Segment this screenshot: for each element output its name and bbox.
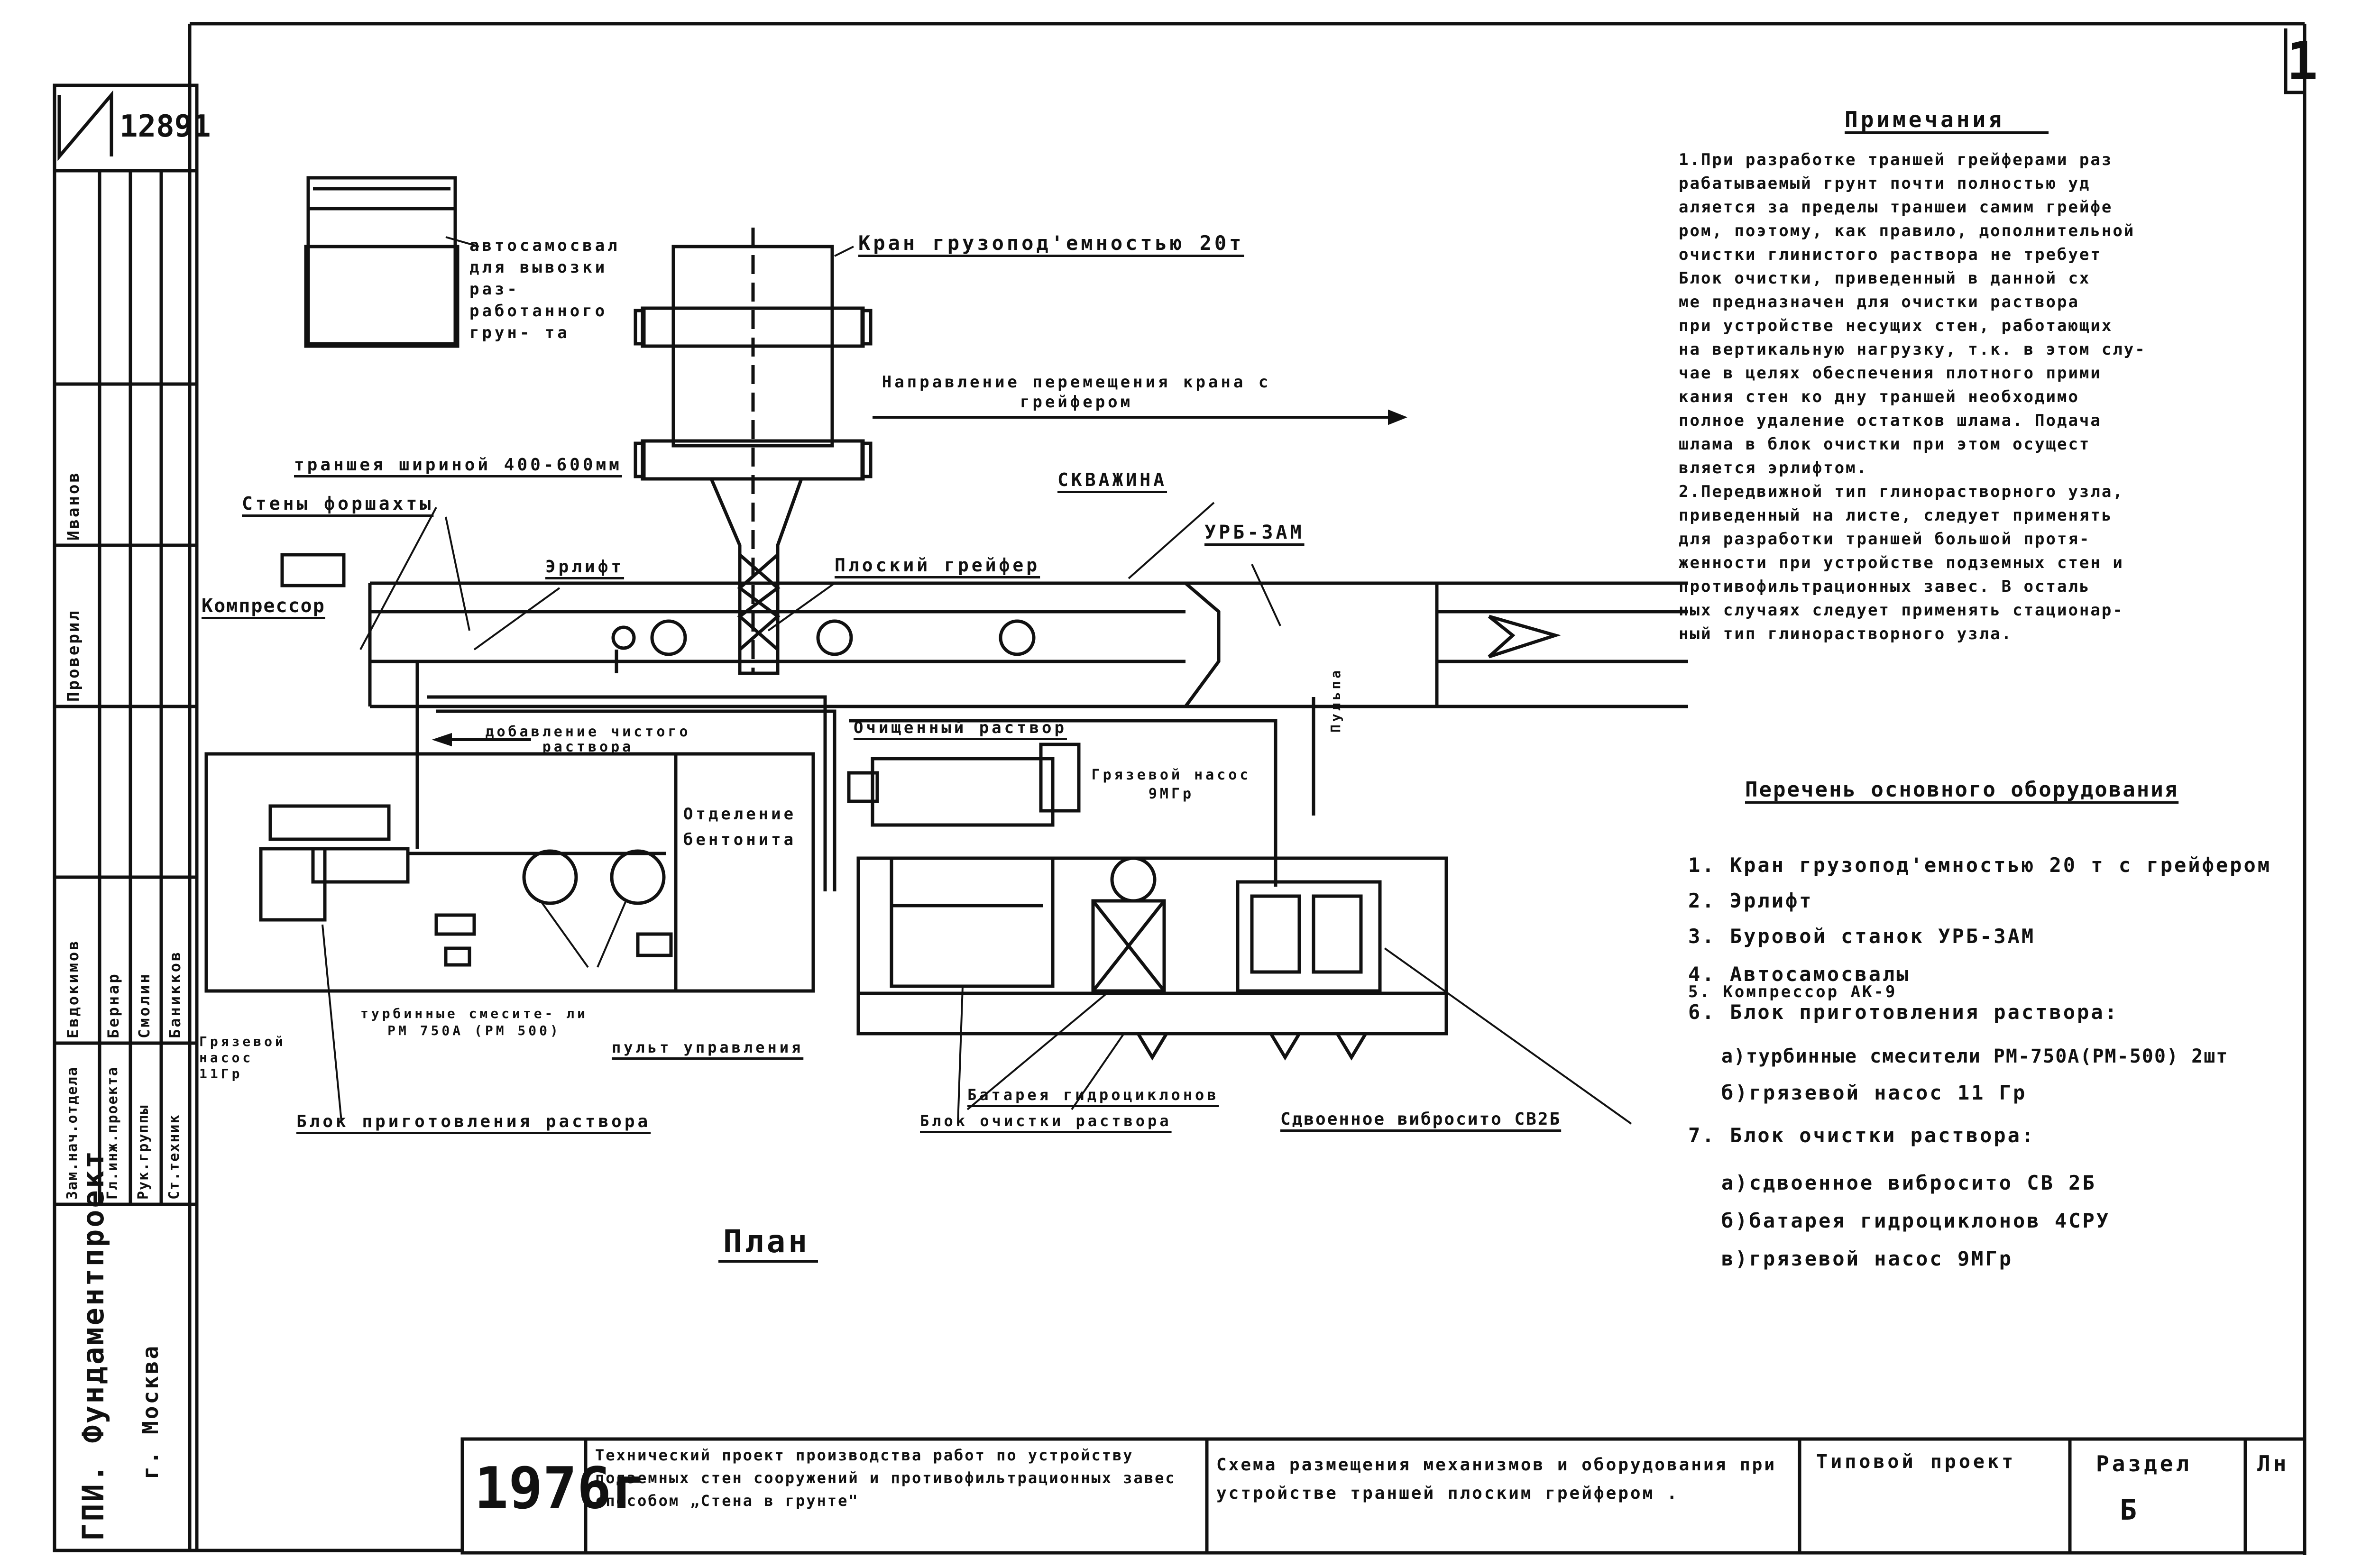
notes-title: Примечания [1845,107,2004,132]
city: г. Москва [138,1344,163,1479]
stamp-role: Зам.нач.отдела [64,1066,81,1200]
note-line: при устройстве несущих стен, работающих [1679,316,2113,335]
stamp-name: Баникков [166,950,184,1038]
equipment-item: 5. Компрессор АК-9 [1688,982,1897,1001]
sheet-label: Лн [2257,1451,2289,1476]
equipment-item: 7. Блок очистки раствора: [1688,1124,2036,1147]
note-line: шлама в блок очистки при этом осущест [1679,435,2091,454]
note-line: кания стен ко дну траншей необходимо [1679,387,2079,406]
direction-label: Направление перемещения крана с грейферо… [882,373,1271,412]
note-line: рабатываемый грунт почти полностью уд [1679,174,2091,193]
equipment-list: 1. Кран грузопод'емностью 20 т с грейфер… [1688,853,2295,1285]
note-line: 2.Передвижной тип глинорастворного узла, [1679,482,2124,501]
hydrocyclones-label: Батарея гидроциклонов [967,1086,1219,1104]
equipment-item: 3. Буровой станок УРБ-3АМ [1688,925,2036,948]
equipment-item: а)турбинные смесители РМ-750А(РМ-500) 2ш… [1721,1045,2229,1067]
plan-title: План [723,1223,810,1260]
note-line: на вертикальную нагрузку, т.к. в этом сл… [1679,340,2146,359]
sieve-label: Сдвоенное вибросито СВ2Б [1280,1110,1562,1129]
clean-block-label: Блок очистки раствора [920,1112,1172,1130]
note-line: чае в целях обеспечения плотного прими [1679,364,2102,383]
note-line: вляется эрлифтом. [1679,458,1868,477]
equipment-item: 2. Эрлифт [1688,889,1813,912]
crane-label: Кран грузопод'емностью 20т [858,231,1244,255]
pulp-label: Пульпа [1328,667,1343,733]
equipment-item: в)грязевой насос 9МГр [1721,1247,2013,1270]
stamp-name: Бернар [104,972,122,1038]
urb-label: УРБ-3АМ [1204,522,1305,543]
compressor-label: Компрессор [202,595,325,617]
note-line: ных случаях следует применять стационар- [1679,601,2124,620]
stamp-role: Гл.инж.проекта [104,1066,121,1200]
section-label: Раздел [2096,1451,2192,1476]
equipment-item: 1. Кран грузопод'емностью 20 т с грейфер… [1688,853,2272,877]
project-type: Типовой проект [1816,1451,2016,1473]
stamp-name: Смолин [135,972,153,1038]
scheme-title: Схема размещения механизмов и оборудован… [1216,1455,1776,1503]
equipment-item: б)батарея гидроциклонов 4СРУ [1721,1209,2111,1232]
control-label: пульт управления [612,1038,804,1056]
sheet-number: 1 [2287,31,2318,92]
note-line: очистки глинистого раствора не требует [1679,245,2102,264]
equipment-item: 4. Автосамосвалы [1688,963,1911,986]
organization: ГПИ. Фундаментпроект [76,1149,110,1541]
note-line: приведенный на листе, следует применять [1679,506,2113,525]
note-line: полное удаление остатков шлама. Подача [1679,411,2102,430]
prep-block-label: Блок приготовления раствора [296,1112,651,1131]
equipment-title: Перечень основного оборудования [1745,778,2179,802]
walls-label: Стены форшахты [242,493,434,514]
stamp-role: Рук.группы [135,1104,152,1200]
mud-pump-9-label: Грязевой насос 9МГр [1091,767,1251,802]
equipment-item: а)сдвоенное вибросито СВ 2Б [1721,1171,2096,1194]
note-line: ром, поэтому, как правило, дополнительно… [1679,221,2135,240]
trench-label: траншея шириной 400-600мм [294,455,622,475]
stamp-name: Евдокимов [64,939,82,1038]
note-line: Блок очистки, приведенный в данной сх [1679,269,2091,288]
mud-pump-11-label: Грязевой насос 11Гр [199,1034,286,1082]
notes-text: 1.При разработке траншей грейферами раз … [1679,149,2295,647]
archive-number: 12891 [119,109,211,144]
section-value: Б [2120,1494,2140,1527]
erlift-label: Эрлифт [545,557,625,577]
truck-label: автосамосвал для вывозки раз- работанног… [469,236,620,342]
mixers-label: турбинные смесите- ли РМ 750А (РМ 500) [360,1006,588,1038]
note-line: для разработки траншей большой протя- [1679,530,2091,549]
equipment-item: 6. Блок приготовления раствора: [1688,1000,2119,1024]
equipment-item: б)грязевой насос 11 Гр [1721,1081,2027,1104]
note-line: противофильтрационных завес. В осталь [1679,577,2091,596]
note-line: 1.При разработке траншей грейферами раз [1679,150,2113,169]
bentonite-label: Отделение бентонита [683,805,797,849]
well-label: СКВАЖИНА [1057,469,1167,490]
title-year: 1976г [474,1456,646,1522]
note-line: ме предназначен для очистки раствора [1679,293,2079,312]
note-line: женности при устройстве подземных стен и [1679,553,2124,572]
note-line: аляется за пределы траншеи самим грейфе [1679,198,2113,217]
project-description: Технический проект производства работ по… [595,1446,1176,1510]
ivanov-label: Иванов [64,471,83,541]
stamp-role: Ст.техник [166,1114,183,1200]
note-line: ный тип глинорастворного узла. [1679,624,2013,643]
grab-label: Плоский грейфер [835,555,1040,576]
cleaned-label: Очищенный раствор [854,718,1067,737]
checked-label: Проверил [64,609,83,702]
add-clean-label: добавление чистого раствора [485,724,691,755]
